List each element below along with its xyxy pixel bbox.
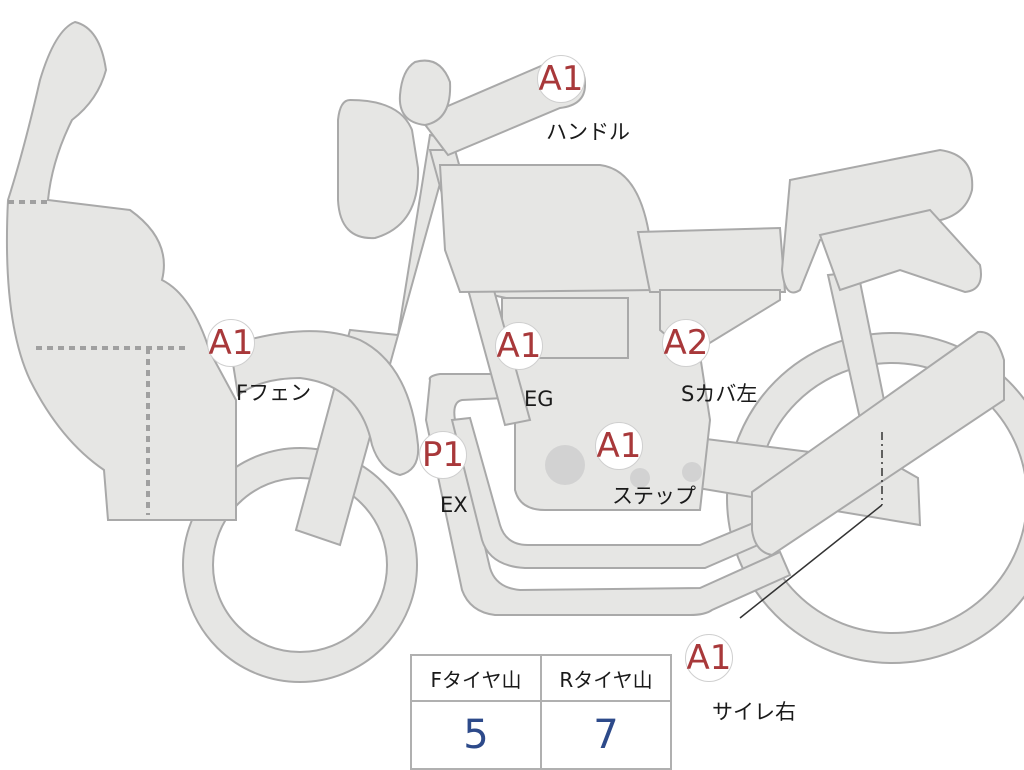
mirror: [398, 59, 452, 127]
headlight: [337, 98, 420, 240]
grade-badge-front-fender: A1: [207, 319, 255, 367]
front-tire-value: 5: [410, 700, 542, 770]
grade-badge-handle: A1: [537, 55, 585, 103]
part-label-engine: EG: [524, 387, 554, 411]
silencer: [751, 330, 1005, 557]
engine-spot: [545, 445, 585, 485]
fuel-tank: [438, 164, 657, 294]
side-cover: [636, 226, 787, 293]
front-fender: [228, 330, 420, 477]
front-tire-header: Fタイヤ山: [410, 654, 542, 702]
part-label-step: ステップ: [612, 484, 696, 508]
grade-badge-step: A1: [595, 422, 643, 470]
part-label-exhaust: EX: [440, 493, 468, 517]
rear-tire-value: 7: [540, 700, 672, 770]
grade-badge-exhaust: P1: [419, 431, 467, 479]
grade-badge-side-cover-left: A2: [662, 319, 710, 367]
silencer-leader-diagonal: [739, 504, 883, 619]
part-label-silencer-right: サイレ右: [712, 700, 796, 724]
step-peg-2: [682, 462, 702, 482]
part-label-handle: ハンドル: [546, 120, 630, 144]
part-label-front-fender: Fフェン: [236, 381, 312, 405]
grade-badge-engine: A1: [495, 322, 543, 370]
part-label-side-cover-left: Sカバ左: [681, 382, 758, 406]
tail: [818, 208, 982, 294]
grade-badge-silencer-right: A1: [685, 634, 733, 682]
rear-tire-header: Rタイヤ山: [540, 654, 672, 702]
exhaust-pipe-outer: [424, 373, 792, 616]
fairing: [5, 20, 237, 521]
front-wheel: [182, 447, 418, 683]
tire-tread-table: Fタイヤ山 Rタイヤ山 5 7: [410, 654, 672, 770]
step-peg-1: [630, 468, 650, 488]
